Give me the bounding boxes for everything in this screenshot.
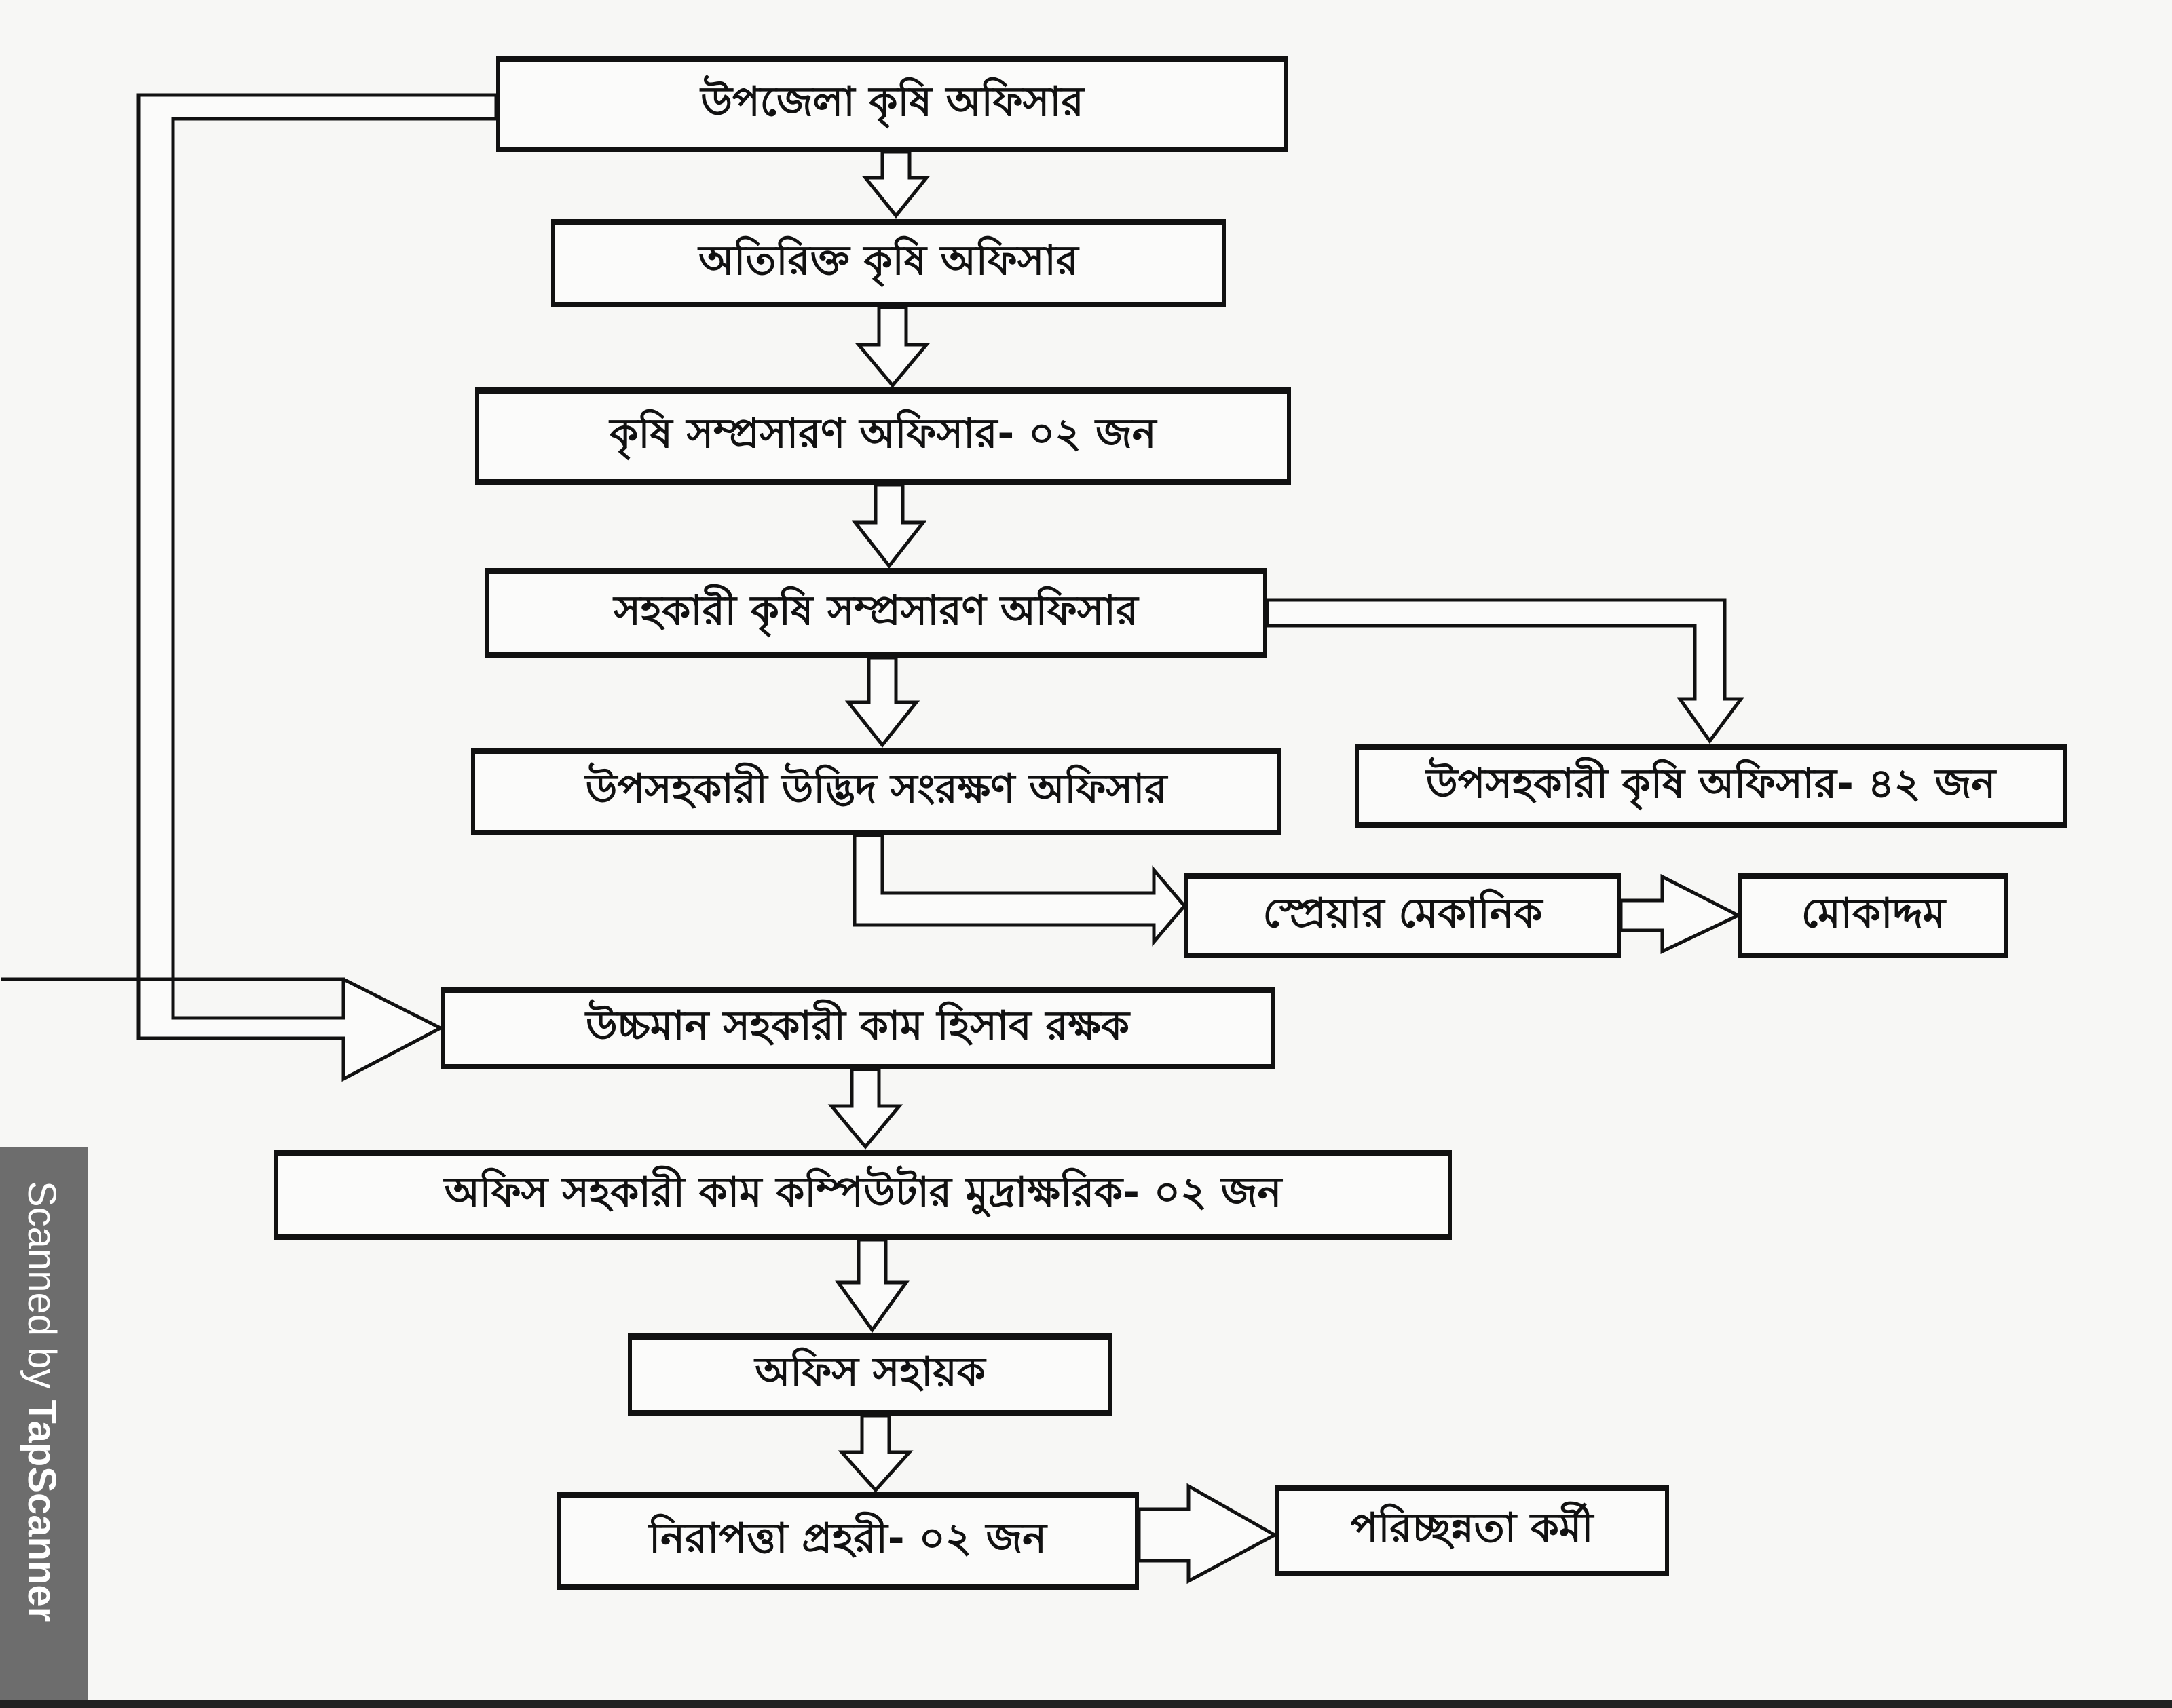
arrow-3-4 — [851, 482, 927, 569]
node-cleaner: পরিচ্ছন্নতা কর্মী — [1275, 1485, 1669, 1576]
page-edge — [0, 1700, 2172, 1708]
arrow-1-2 — [861, 150, 931, 219]
node-upper-division-assistant-accountant: উচ্চমান সহকারী কাম হিসাব রক্ষক — [441, 987, 1275, 1069]
node-sprayer-mechanic: স্প্রেয়ার মেকানিক — [1184, 873, 1621, 958]
node-office-assistant-computer-typist: অফিস সহকারী কাম কম্পিউটার মুদ্রাক্ষরিক- … — [274, 1150, 1452, 1240]
arrow-10-11 — [835, 1238, 910, 1333]
node-office-helper: অফিস সহায়ক — [628, 1333, 1112, 1416]
node-mokaddam: মোকাদ্দম — [1738, 873, 2008, 958]
arrow-1-9 — [1, 93, 498, 1082]
node-sub-assistant-agriculture-officer: উপসহকারী কৃষি অফিসার- ৪২ জন — [1355, 744, 2067, 828]
node-security-guard: নিরাপত্তা প্রহরী- ০২ জন — [557, 1492, 1139, 1590]
arrow-5-7 — [853, 833, 1187, 947]
arrow-12-13 — [1137, 1483, 1279, 1584]
watermark-brand: TapScanner — [20, 1399, 64, 1622]
node-agriculture-extension-officer: কৃষি সম্প্রসারণ অফিসার- ০২ জন — [475, 387, 1291, 485]
arrow-4-6 — [1265, 598, 1744, 744]
arrow-9-10 — [827, 1067, 903, 1150]
arrow-11-12 — [838, 1413, 914, 1493]
node-additional-agriculture-officer: অতিরিক্ত কৃষি অফিসার — [551, 219, 1226, 307]
node-sub-assistant-plant-protection-officer: উপসহকারী উদ্ভিদ সংরক্ষণ অফিসার — [471, 748, 1281, 835]
watermark-prefix: Scanned by — [20, 1181, 64, 1400]
node-assistant-agriculture-extension-officer: সহকারী কৃষি সম্প্রসারণ অফিসার — [485, 568, 1267, 658]
arrow-2-3 — [855, 305, 931, 388]
arrow-4-5 — [844, 656, 920, 748]
node-upazila-agriculture-officer: উপজেলা কৃষি অফিসার — [496, 56, 1288, 152]
scanner-watermark: Scanned by TapScanner — [0, 1147, 88, 1708]
arrow-7-8 — [1619, 873, 1742, 954]
